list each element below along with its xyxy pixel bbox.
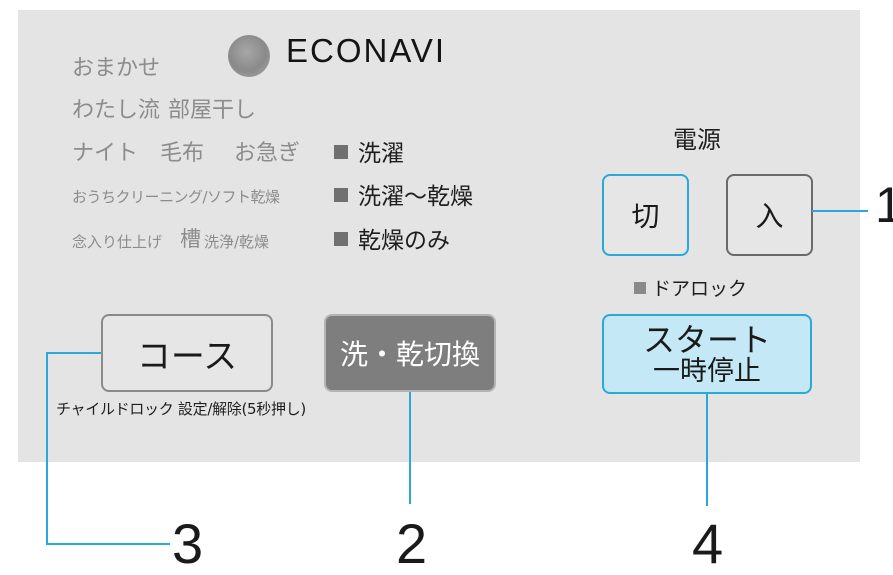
mode-label-heyaboshi: 部屋干し [168,98,257,123]
callout-line-course-h [46,352,101,354]
door-lock-square-icon [634,282,646,294]
mode-label-night: ナイト [72,141,139,166]
mode-label-moufu: 毛布 [160,141,205,166]
start-pause-button[interactable]: スタート 一時停止 [602,314,812,394]
mode-label-ouchi-cleaning: おうちクリーニング/ソフト乾燥 [72,188,280,206]
callout-line-power [812,210,868,212]
pause-label: 一時停止 [653,355,761,387]
callout-line-course-bottom [46,543,170,545]
callout-number-start: 4 [692,512,724,575]
mode-label-watashiryu: わたし流 [72,98,161,123]
mode-label-nenniri: 念入り仕上げ [72,233,163,251]
mode-label-sou: 槽 [180,227,201,251]
callout-line-wash-dry [409,392,411,504]
indicator-square-icon [334,232,348,246]
indicator-dry-only: 乾燥のみ [334,230,450,253]
mode-label-oisogi: お急ぎ [234,141,301,166]
child-lock-note: チャイルドロック 設定/解除(5秒押し) [56,400,306,418]
start-label: スタート [642,320,771,359]
power-off-button[interactable]: 切 [602,174,689,256]
power-on-button[interactable]: 入 [726,174,813,256]
callout-line-course-v [46,352,48,545]
indicator-square-icon [334,188,348,202]
course-button[interactable]: コース [101,314,273,392]
econavi-indicator-lamp [228,35,270,77]
callout-number-power: 1 [875,177,893,233]
callout-number-course: 3 [172,512,204,575]
indicator-wash-dry: 洗濯〜乾燥 [334,186,473,209]
callout-number-wash-dry: 2 [396,512,428,575]
indicator-square-icon [334,145,348,159]
econavi-logo: ECONAVI [286,32,447,69]
power-title: 電源 [673,126,721,154]
callout-line-start [706,394,708,506]
mode-label-omakase: おまかせ [72,56,161,81]
indicator-wash: 洗濯 [334,143,404,166]
mode-label-senjou-kansou: 洗浄/乾燥 [204,233,270,251]
door-lock-indicator: ドアロック [634,280,747,299]
wash-dry-switch-button[interactable]: 洗・乾切換 [324,314,496,392]
